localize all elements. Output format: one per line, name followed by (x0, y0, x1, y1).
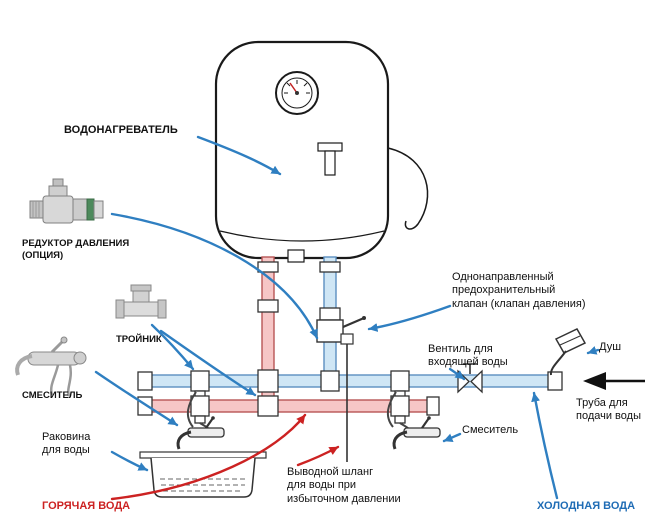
arrow-to-safety-valve (367, 304, 452, 332)
label-hot-water: ГОРЯЧАЯ ВОДА (42, 500, 131, 512)
label-supply-pipe: Труба для подачи воды (576, 397, 641, 423)
faucet-left (176, 416, 225, 450)
arrow-hot-water (110, 413, 307, 501)
label-mixer-right: Смеситель (462, 424, 519, 436)
power-cable (387, 147, 429, 230)
label-shower: Душ (599, 341, 622, 353)
label-tee: ТРОЙНИК (116, 334, 162, 345)
arrow-to-tank (196, 135, 282, 176)
label-drain-hose: Выводной шланг для воды при избыточном д… (287, 466, 401, 505)
annotation-arrows (94, 135, 600, 501)
tank-drain-plug (287, 249, 305, 263)
arrow-from-reducer (110, 212, 319, 340)
water-heater-tank (214, 40, 429, 263)
faucet-hoses (186, 391, 410, 430)
pipe-fittings (137, 261, 563, 424)
label-mixer-left: СМЕСИТЕЛЬ (22, 390, 83, 401)
tank-fitting-detail (317, 142, 343, 176)
label-inlet-valve: Вентиль для входящей воды (428, 343, 508, 369)
pressure-reducer-photo (29, 178, 104, 224)
arrow-to-faucet-right (442, 432, 462, 443)
tee-photo (115, 284, 167, 319)
mixer-photo (15, 336, 87, 397)
arrow-tee-to-cold (150, 323, 195, 371)
arrow-to-faucet-left (94, 370, 179, 427)
arrow-cold-water (531, 391, 559, 500)
label-water-heater: ВОДОНАГРЕВАТЕЛЬ (64, 124, 178, 136)
temperature-gauge-icon (275, 71, 319, 115)
label-sink: Раковина для воды (42, 431, 91, 457)
label-pressure-reducer: РЕДУКТОР ДАВЛЕНИЯ (ОПЦИЯ) (22, 238, 130, 261)
safety-valve (316, 307, 366, 462)
shower-head-icon (549, 328, 587, 376)
faucet-right (392, 416, 441, 450)
flow-direction-arrow (583, 372, 645, 390)
label-cold-water: ХОЛОДНАЯ ВОДА (537, 500, 636, 512)
arrow-to-shower (586, 346, 600, 355)
arrow-to-sink (110, 450, 149, 472)
arrow-tee-to-hot (159, 329, 257, 397)
label-safety-valve: Однонаправленный предохранительный клапа… (452, 271, 586, 310)
arrow-to-inlet-valve (448, 367, 466, 381)
arrow-to-drain-hose (296, 445, 340, 467)
